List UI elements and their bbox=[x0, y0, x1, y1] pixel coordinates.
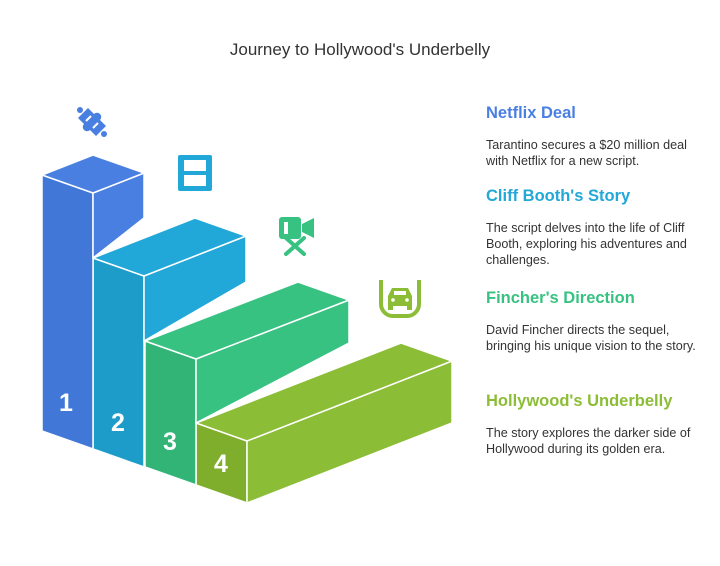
step-1-block: 1 bbox=[39, 154, 147, 451]
step-3-text: Fincher's Direction David Fincher direct… bbox=[486, 289, 701, 354]
film-strip-icon bbox=[178, 155, 212, 191]
video-camera-off-icon bbox=[279, 217, 314, 256]
step-2-text: Cliff Booth's Story The script delves in… bbox=[486, 187, 701, 268]
step-4-heading: Hollywood's Underbelly bbox=[486, 392, 673, 410]
car-icon bbox=[379, 280, 421, 318]
step-3-number: 3 bbox=[163, 428, 177, 456]
step-4-text: Hollywood's Underbelly The story explore… bbox=[486, 392, 701, 457]
step-1-description: Tarantino secures a $20 million deal wit… bbox=[486, 138, 687, 168]
step-3-description: David Fincher directs the sequel, bringi… bbox=[486, 323, 696, 353]
step-3-heading: Fincher's Direction bbox=[486, 289, 635, 307]
step-1-text: Netflix Deal Tarantino secures a $20 mil… bbox=[486, 104, 701, 169]
puzzle-icon bbox=[77, 107, 107, 137]
step-4-number: 4 bbox=[214, 450, 228, 478]
page-title: Journey to Hollywood's Underbelly bbox=[229, 40, 491, 59]
step-3-block: 3 bbox=[142, 281, 352, 487]
step-4-block: 4 bbox=[193, 342, 455, 505]
step-1-heading: Netflix Deal bbox=[486, 104, 576, 122]
step-2-block: 2 bbox=[90, 217, 249, 469]
step-1-number: 1 bbox=[59, 389, 73, 417]
step-4-description: The story explores the darker side of Ho… bbox=[486, 426, 691, 456]
step-2-heading: Cliff Booth's Story bbox=[486, 187, 631, 205]
step-2-number: 2 bbox=[111, 409, 125, 437]
step-2-description: The script delves into the life of Cliff… bbox=[486, 221, 687, 267]
